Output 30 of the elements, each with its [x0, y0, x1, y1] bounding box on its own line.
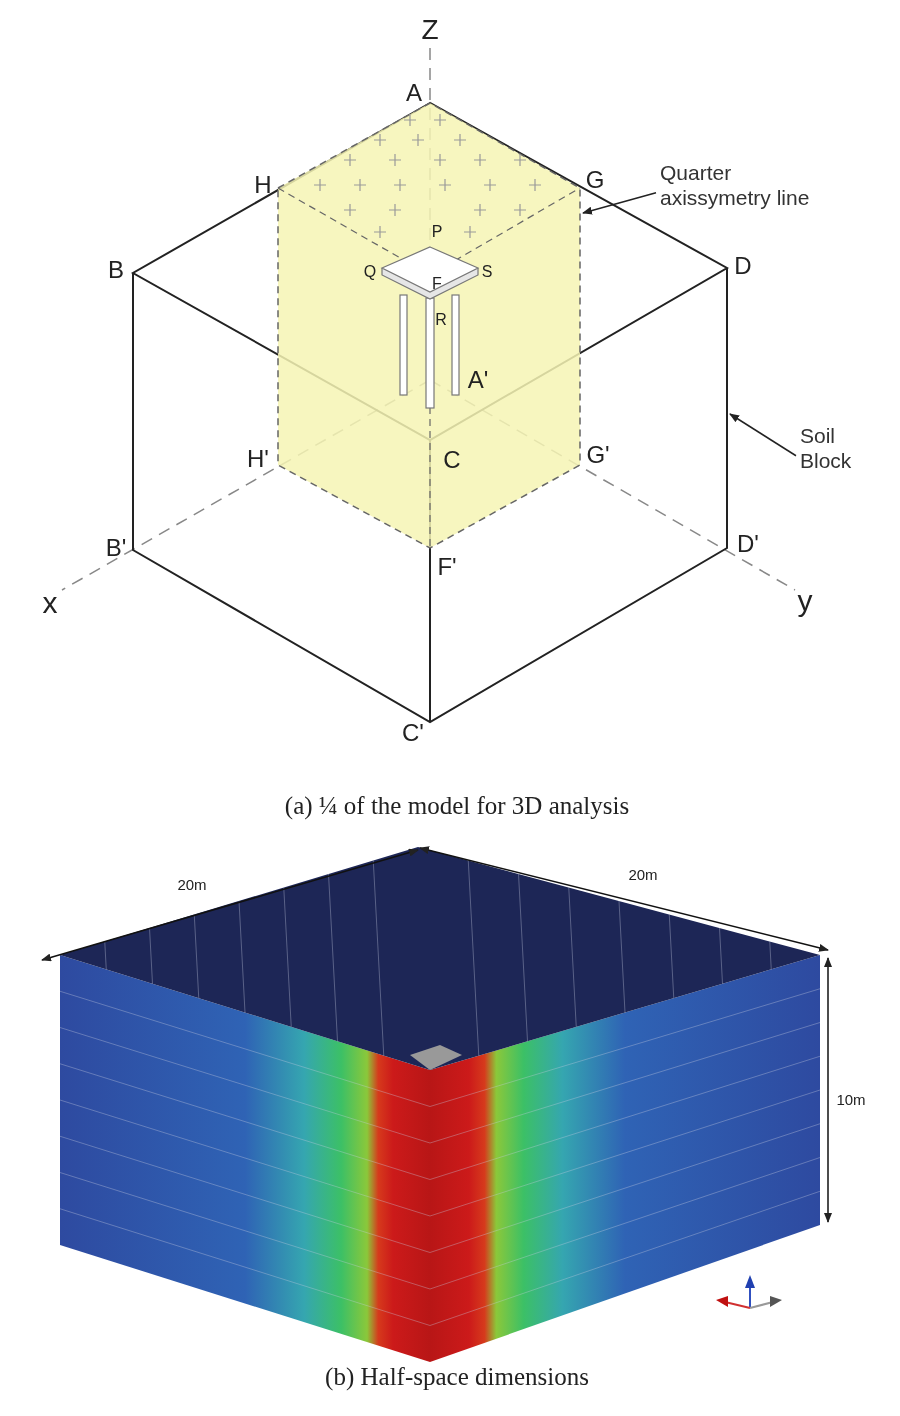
dimension-label: 10m	[836, 1091, 866, 1109]
leader-line	[729, 413, 797, 457]
point-label: H'	[247, 445, 269, 473]
point-label: H	[254, 171, 272, 199]
point-label: G'	[586, 441, 610, 469]
point-label: A	[406, 79, 422, 107]
dimension-label: 20m	[177, 876, 207, 894]
point-label: F	[432, 275, 442, 293]
point-label: R	[435, 311, 447, 329]
axis-label: Z	[421, 14, 439, 46]
leader-line	[582, 192, 657, 215]
point-label: Q	[363, 263, 377, 281]
point-label: D	[734, 252, 752, 280]
point-label: B	[108, 256, 124, 284]
callout-text: Soil Block	[800, 423, 870, 474]
point-label: S	[481, 263, 493, 281]
point-label: C'	[402, 719, 424, 747]
point-label: C	[443, 446, 461, 474]
point-label: A'	[467, 366, 489, 394]
point-label: P	[431, 223, 443, 241]
point-label: F'	[437, 553, 457, 581]
callout-text: Quarter axissymetry line	[660, 160, 835, 211]
caption: (a) ¼ of the model for 3D analysis	[284, 792, 630, 820]
point-label: D'	[737, 530, 759, 558]
axis-label: y	[797, 583, 813, 617]
caption: (b) Half-space dimensions	[325, 1363, 589, 1391]
point-label: G	[585, 166, 605, 194]
dimension-label: 20m	[628, 866, 658, 884]
axis-label: x	[42, 585, 58, 619]
point-label: B'	[105, 534, 127, 562]
